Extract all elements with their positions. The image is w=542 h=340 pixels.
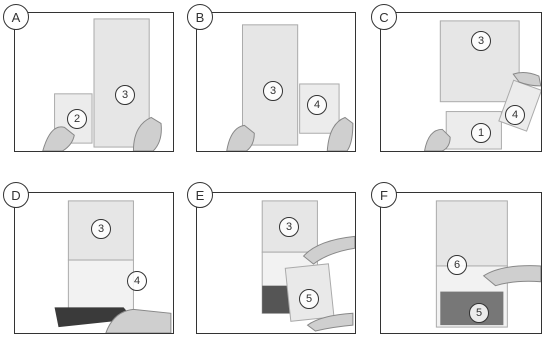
part-label: 3	[263, 81, 283, 101]
panel-c-illustration	[424, 20, 541, 151]
part-label: 2	[67, 109, 87, 129]
part-label: 4	[307, 95, 327, 115]
panel-a-illustration	[42, 18, 162, 151]
part-label: 4	[505, 105, 525, 125]
part-label: 5	[469, 303, 489, 323]
panel-f-illustration	[435, 200, 541, 328]
panel-f: 6 5	[380, 192, 542, 334]
panel-c: 3 4 1	[380, 12, 542, 152]
step-badge-b: B	[187, 4, 213, 30]
part-label: 3	[471, 31, 491, 51]
step-badge-e: E	[187, 182, 213, 208]
panel-d: 3 4	[14, 192, 174, 334]
panel-d-illustration	[54, 200, 172, 333]
part-label: 3	[279, 217, 299, 237]
part-label: 3	[115, 85, 135, 105]
panel-a: 2 3	[14, 12, 174, 152]
panel-b: 3 4	[196, 12, 356, 152]
step-badge-a: A	[3, 4, 29, 30]
step-badge-f: F	[371, 182, 397, 208]
part-label: 3	[91, 219, 111, 239]
part-label: 5	[299, 289, 319, 309]
step-badge-d: D	[3, 182, 29, 208]
panel-e-illustration	[261, 200, 355, 332]
panel-e: 3 5	[196, 192, 356, 334]
part-label: 1	[471, 123, 491, 143]
part-label: 4	[127, 271, 147, 291]
step-badge-c: C	[371, 4, 397, 30]
part-label: 6	[447, 255, 467, 275]
